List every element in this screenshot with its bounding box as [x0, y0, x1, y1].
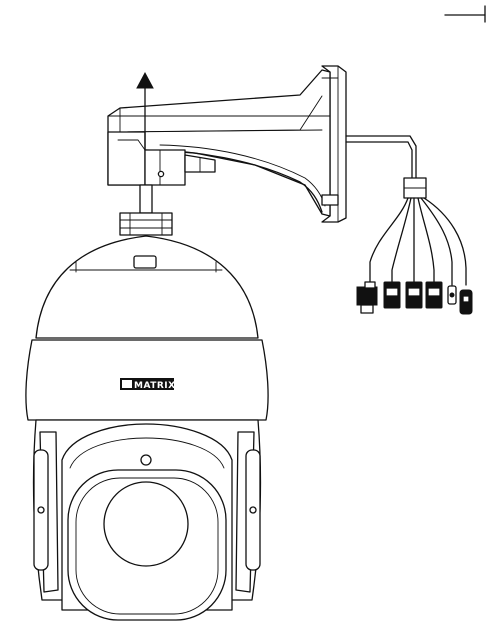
ptz-dome-camera: MATRIX [25, 184, 269, 621]
up-arrow-icon [136, 71, 154, 151]
corner-crop-mark [444, 5, 486, 23]
wall-mount-bracket [107, 65, 347, 223]
brand-logo-text: MATRIX [134, 381, 176, 391]
cable-harness [345, 135, 473, 315]
brand-logo: MATRIX [120, 378, 176, 391]
